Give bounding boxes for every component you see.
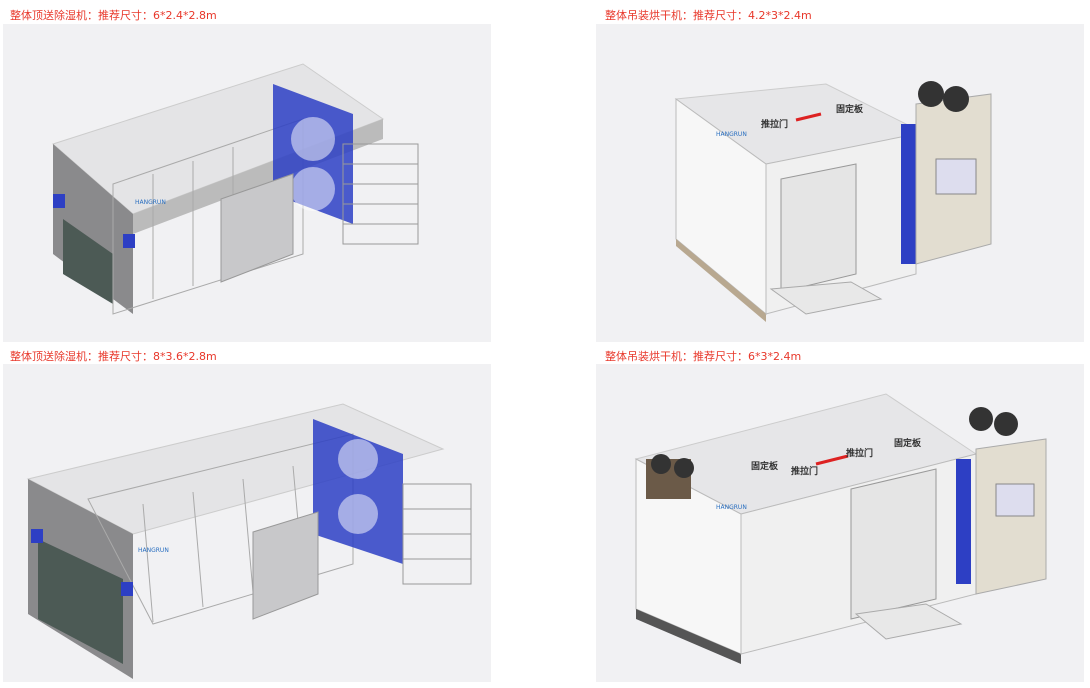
fixed-panel-label-right: 固定板 — [894, 437, 922, 449]
caption-product-3: 整体顶送除湿机：推荐尺寸：8*3.6*2.8m — [10, 350, 217, 363]
fixed-panel-label-left: 固定板 — [751, 460, 779, 472]
product-image-3: HANGRUN — [3, 364, 491, 682]
sliding-door-label: 推拉门 — [791, 465, 818, 477]
product-image-1: HANGRUN — [3, 24, 491, 342]
product-image-4: 固定板 推拉门 推拉门 固定板 HANGRUN — [596, 364, 1084, 682]
caption-product-1: 整体顶送除湿机：推荐尺寸：6*2.4*2.8m — [10, 9, 217, 22]
sliding-door-label-right: 推拉门 — [846, 447, 873, 459]
brand-logo-3: HANGRUN — [138, 547, 169, 554]
brand-logo-1: HANGRUN — [135, 199, 166, 206]
caption-product-2: 整体吊装烘干机：推荐尺寸：4.2*3*2.4m — [605, 9, 812, 22]
caption-product-4: 整体吊装烘干机：推荐尺寸：6*3*2.4m — [605, 350, 802, 363]
product-image-2: 推拉门 固定板 HANGRUN — [596, 24, 1084, 342]
sliding-door-label: 推拉门 — [761, 118, 788, 130]
brand-logo-4: HANGRUN — [716, 504, 747, 511]
fixed-panel-label: 固定板 — [836, 103, 864, 115]
brand-logo-2: HANGRUN — [716, 131, 747, 138]
